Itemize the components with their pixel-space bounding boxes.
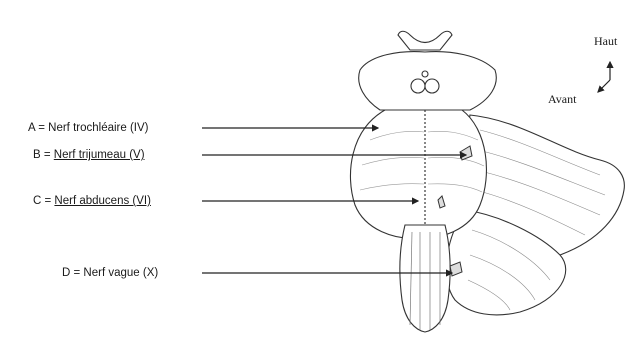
front-arrow-icon	[598, 80, 610, 92]
medulla-shape	[400, 225, 450, 332]
label-a-name: Nerf trochléaire (IV)	[48, 122, 148, 134]
label-d-name: Nerf vague (X)	[83, 267, 158, 279]
label-b: B = Nerf trijumeau (V)	[33, 148, 145, 162]
orientation-up-label: Haut	[594, 34, 617, 49]
label-c-name: Nerf abducens (VI)	[54, 195, 151, 207]
label-c-prefix: C =	[33, 195, 54, 207]
label-a-prefix: A =	[28, 122, 48, 134]
orientation-arrows	[598, 62, 610, 92]
pons-shape	[350, 103, 486, 239]
midbrain-shape	[359, 31, 497, 110]
orientation-front-label: Avant	[548, 92, 576, 107]
label-b-name: Nerf trijumeau (V)	[54, 149, 145, 161]
label-d-prefix: D =	[62, 267, 83, 279]
label-c: C = Nerf abducens (VI)	[33, 194, 151, 208]
label-d: D = Nerf vague (X)	[62, 266, 158, 280]
label-a: A = Nerf trochléaire (IV)	[28, 121, 149, 135]
label-b-prefix: B =	[33, 149, 54, 161]
